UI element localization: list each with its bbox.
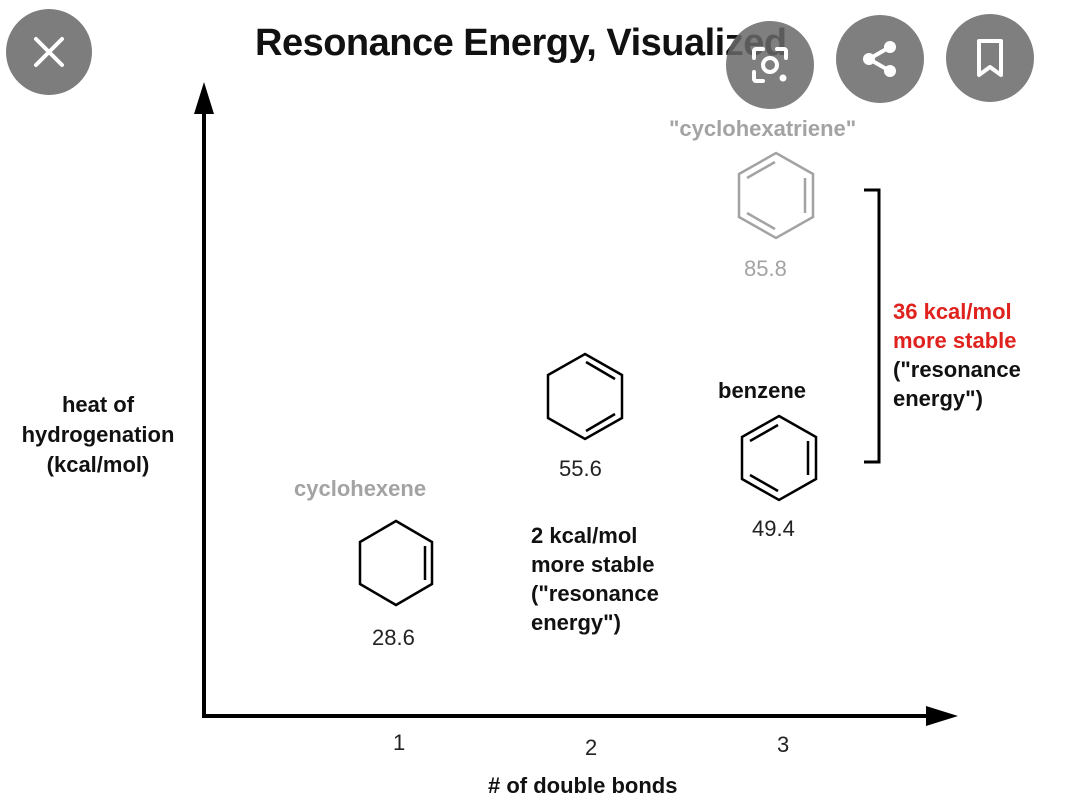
x-tick-1: 1: [393, 730, 406, 755]
cyclohexene-value: 28.6: [372, 625, 415, 650]
cyclohexadiene-molecule: [546, 352, 624, 441]
resonance-bracket: [864, 188, 881, 464]
benzene-label: benzene: [718, 378, 807, 403]
cyclohexatriene-label: "cyclohexatriene": [669, 116, 857, 141]
lens-icon: [752, 47, 788, 83]
y-axis-arrow: [194, 82, 214, 114]
share-button[interactable]: [836, 15, 924, 103]
y-axis-label: heat of hydrogenation (kcal/mol): [21, 392, 175, 477]
share-icon: [863, 41, 896, 77]
x-axis-arrow: [926, 706, 958, 726]
small-resonance-note: 2 kcal/mol more stable ("resonance energ…: [531, 523, 659, 635]
large-resonance-note: 36 kcal/mol more stable ("resonance ener…: [893, 299, 1021, 411]
benzene-molecule: [740, 414, 818, 502]
cyclohexene-molecule: [358, 519, 434, 607]
cyclohexatriene-molecule: [737, 151, 815, 240]
x-tick-2: 2: [585, 735, 598, 760]
x-axis-label: # of double bonds: [488, 773, 678, 798]
page-title: Resonance Energy, Visualized: [255, 22, 787, 64]
x-tick-3: 3: [777, 732, 790, 757]
cyclohexatriene-value: 85.8: [744, 256, 787, 281]
bookmark-button[interactable]: [946, 14, 1034, 102]
cyclohexadiene-value: 55.6: [559, 456, 602, 481]
cyclohexene-label: cyclohexene: [294, 476, 427, 501]
close-button[interactable]: [6, 9, 92, 95]
bookmark-icon: [977, 39, 1003, 77]
close-icon: [34, 37, 64, 67]
lens-button[interactable]: [726, 21, 814, 109]
benzene-value: 49.4: [752, 516, 795, 541]
